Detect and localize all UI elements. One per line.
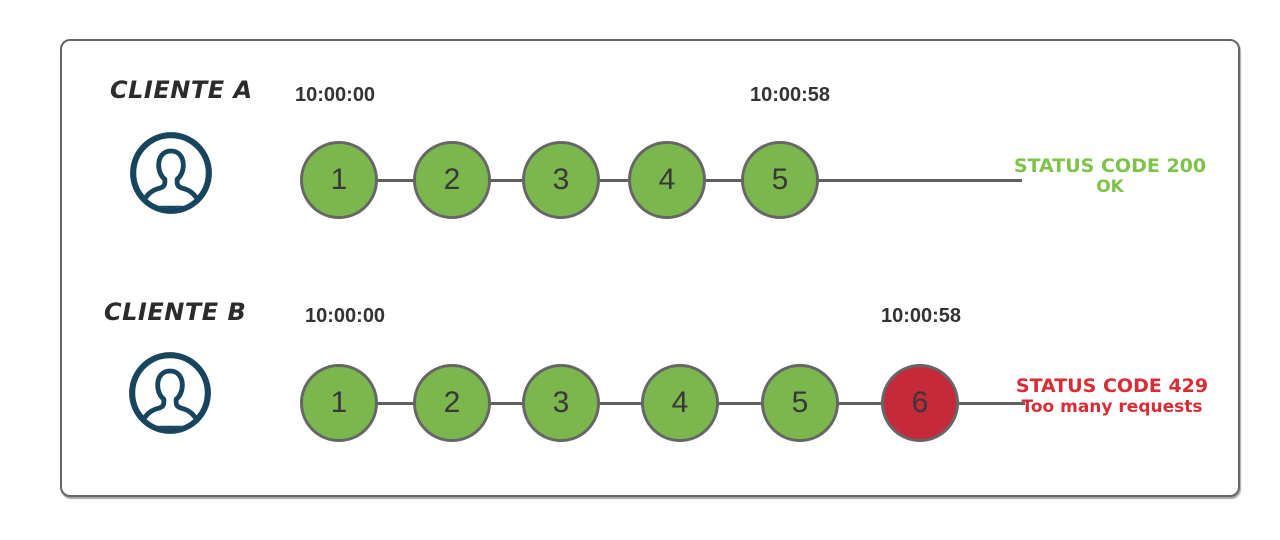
request-circle: 1 [300,141,378,219]
client-b-start-time: 10:00:00 [305,305,386,327]
request-circle: 4 [641,364,719,442]
request-circle: 2 [413,141,491,219]
client-a-status-text: STATUS CODE 200 OK [1010,155,1210,197]
person-avatar-icon [130,132,212,214]
request-circle: 5 [761,364,839,442]
client-a-end-time: 10:00:58 [749,84,831,106]
person-avatar-icon [129,352,211,434]
client-b-status-text: STATUS CODE 429 Too many requests [1012,375,1212,417]
request-circle: 3 [522,364,600,442]
request-circle: 2 [413,364,491,442]
request-circle: 6 [881,364,959,442]
request-circle: 1 [300,364,378,442]
request-circle: 4 [628,141,706,219]
client-a-status-code: STATUS CODE 200 [1013,155,1207,177]
client-a-status-description: OK [1096,177,1124,197]
request-circle: 5 [741,141,819,219]
client-b-status-code: STATUS CODE 429 [1015,375,1209,397]
client-b-end-time: 10:00:58 [880,305,962,327]
request-circle: 3 [522,141,600,219]
client-a-start-time: 10:00:00 [295,84,376,106]
client-a-label: CLIENTE A [110,76,253,104]
client-b-label: CLIENTE B [104,298,247,326]
client-b-status-description: Too many requests [1021,397,1203,417]
